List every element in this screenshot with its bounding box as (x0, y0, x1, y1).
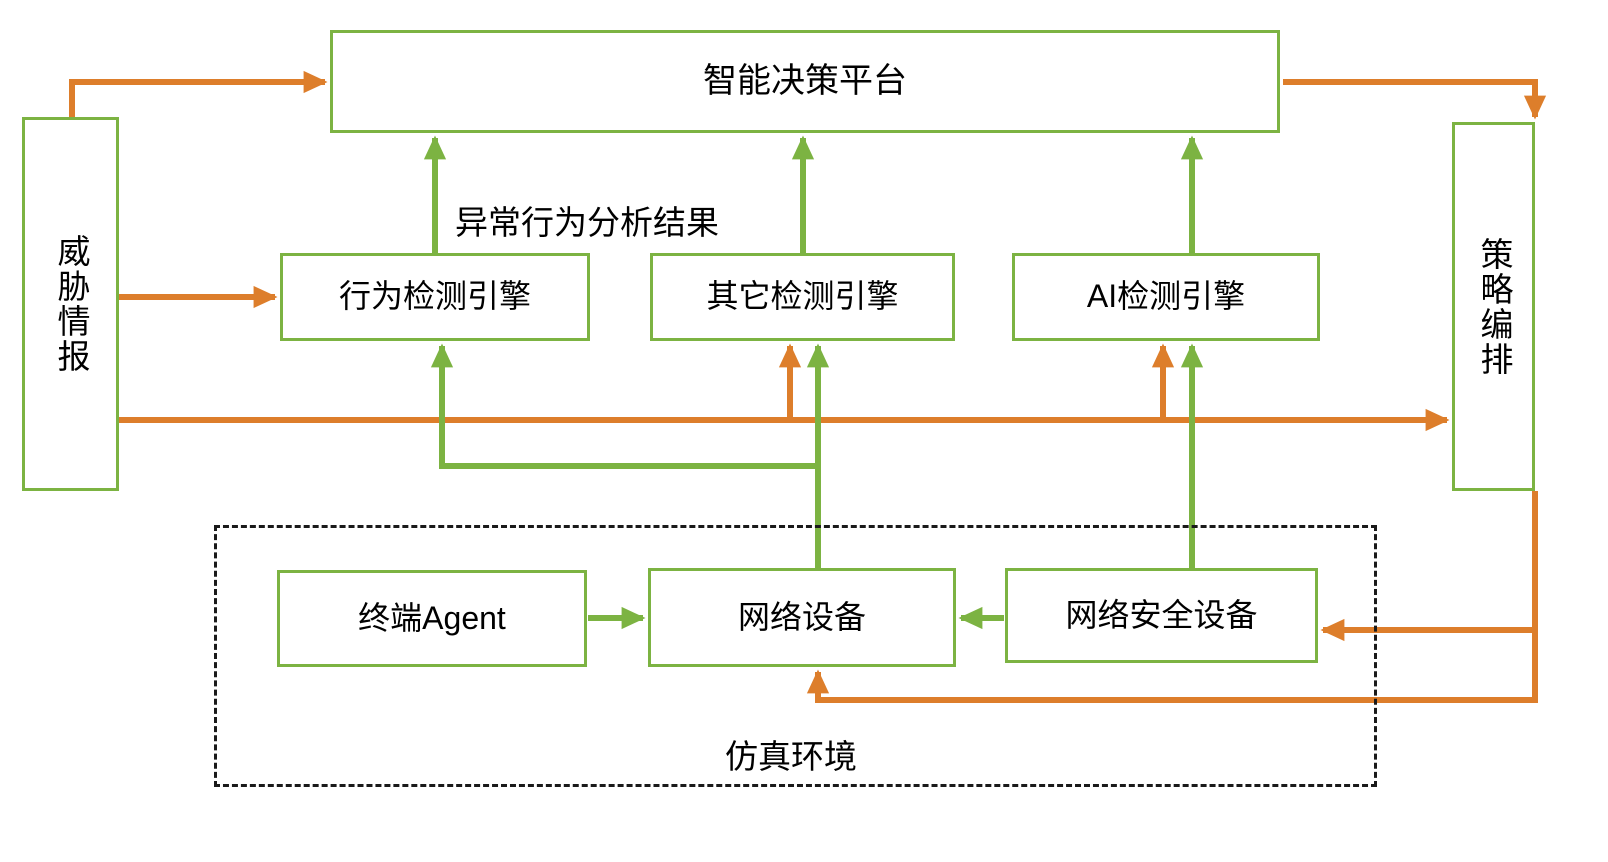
zone-label-simulation-environment: 仿真环境 (725, 738, 857, 775)
node-behavior-detection-engine[interactable]: 行为检测引擎 (280, 253, 590, 341)
node-network-security-device[interactable]: 网络安全设备 (1005, 568, 1318, 663)
node-label-other-detection-engine: 其它检测引擎 (706, 278, 899, 315)
node-network-device[interactable]: 网络设备 (648, 568, 956, 667)
node-label-platform: 智能决策平台 (703, 62, 907, 101)
connector-threat-intel-to-platform (69, 70, 328, 117)
node-label-policy-orchestration: 策略编排 (1475, 236, 1513, 377)
node-label-network-device: 网络设备 (737, 598, 866, 635)
connector-policy-orchestration-to-network-device (806, 630, 1538, 703)
node-label-ai-detection-engine: AI检测引擎 (1086, 278, 1246, 315)
node-other-detection-engine[interactable]: 其它检测引擎 (650, 253, 955, 341)
node-policy-orchestration[interactable]: 策略编排 (1452, 122, 1535, 491)
simulation-environment-zone (214, 525, 1377, 787)
node-label-network-security-device: 网络安全设备 (1065, 596, 1258, 633)
node-threat-intelligence[interactable]: 威胁情报 (22, 117, 119, 491)
connector-platform-to-policy-orchestration (1283, 79, 1547, 120)
node-label-endpoint-agent: 终端Agent (358, 599, 506, 636)
node-ai-detection-engine[interactable]: AI检测引擎 (1012, 253, 1320, 341)
node-endpoint-agent[interactable]: 终端Agent (277, 570, 587, 667)
node-label-threat-intelligence: 威胁情报 (52, 234, 90, 374)
connector-network-device-to-behavior-engine (430, 343, 818, 469)
node-intelligent-decision-platform[interactable]: 智能决策平台 (330, 30, 1280, 133)
edge-label-analysis-flow: 异常行为分析结果 (455, 204, 719, 241)
node-label-behavior-detection-engine: 行为检测引擎 (338, 278, 531, 315)
